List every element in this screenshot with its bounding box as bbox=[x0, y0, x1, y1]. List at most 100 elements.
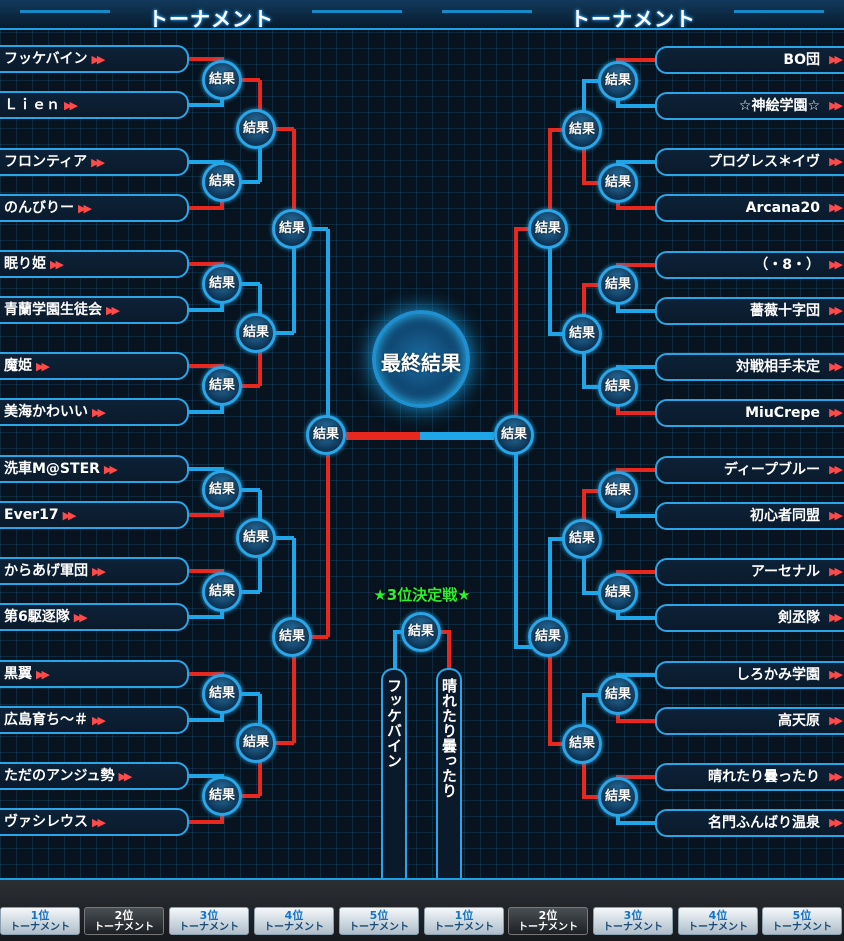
left-team-slot[interactable]: のんびりー▶▶ bbox=[0, 194, 189, 222]
detail-arrow-icon[interactable]: ▶▶ bbox=[829, 509, 843, 522]
result-button[interactable]: 結果 bbox=[236, 313, 276, 353]
detail-arrow-icon[interactable]: ▶▶ bbox=[73, 611, 88, 624]
right-team-slot[interactable]: しろかみ学園▶▶ bbox=[655, 661, 844, 689]
left-team-slot[interactable]: 魔姫▶▶ bbox=[0, 352, 189, 380]
result-button[interactable]: 結果 bbox=[202, 572, 242, 612]
detail-arrow-icon[interactable]: ▶▶ bbox=[829, 816, 843, 829]
left-team-slot[interactable]: Ｌｉｅｎ▶▶ bbox=[0, 91, 189, 119]
result-button[interactable]: 結果 bbox=[202, 776, 242, 816]
detail-arrow-icon[interactable]: ▶▶ bbox=[829, 304, 843, 317]
detail-arrow-icon[interactable]: ▶▶ bbox=[829, 201, 843, 214]
footer-tab-9[interactable]: 4位トーナメント bbox=[678, 907, 758, 935]
left-team-slot[interactable]: 洗車M@STER▶▶ bbox=[0, 455, 189, 483]
result-button[interactable]: 結果 bbox=[598, 265, 638, 305]
result-button[interactable]: 結果 bbox=[236, 109, 276, 149]
result-button[interactable]: 結果 bbox=[202, 60, 242, 100]
left-team-slot[interactable]: 眠り姫▶▶ bbox=[0, 250, 189, 278]
result-button[interactable]: 結果 bbox=[562, 314, 602, 354]
detail-arrow-icon[interactable]: ▶▶ bbox=[103, 463, 118, 476]
footer-tab-7[interactable]: 2位トーナメント bbox=[508, 907, 588, 935]
result-button[interactable]: 結果 bbox=[236, 518, 276, 558]
detail-arrow-icon[interactable]: ▶▶ bbox=[78, 202, 92, 215]
right-team-slot[interactable]: 初心者同盟▶▶ bbox=[655, 502, 844, 530]
detail-arrow-icon[interactable]: ▶▶ bbox=[92, 714, 106, 727]
left-team-slot[interactable]: 第6駆逐隊▶▶ bbox=[0, 603, 189, 631]
result-button[interactable]: 結果 bbox=[272, 617, 312, 657]
semifinal-result-right[interactable]: 結果 bbox=[494, 415, 534, 455]
right-team-slot[interactable]: プログレス＊イヴ▶▶ bbox=[655, 148, 844, 176]
final-result-emblem[interactable]: 最終結果 bbox=[372, 310, 470, 408]
detail-arrow-icon[interactable]: ▶▶ bbox=[50, 258, 64, 271]
right-team-slot[interactable]: 晴れたり曇ったり▶▶ bbox=[655, 763, 844, 791]
detail-arrow-icon[interactable]: ▶▶ bbox=[92, 816, 106, 829]
right-team-slot[interactable]: （・8・）▶▶ bbox=[655, 251, 844, 279]
left-team-slot[interactable]: 青蘭学園生徒会▶▶ bbox=[0, 296, 189, 324]
left-team-slot[interactable]: ただのアンジュ勢▶▶ bbox=[0, 762, 189, 790]
right-team-slot[interactable]: Arcana20▶▶ bbox=[655, 194, 844, 222]
detail-arrow-icon[interactable]: ▶▶ bbox=[118, 770, 132, 783]
result-button[interactable]: 結果 bbox=[598, 777, 638, 817]
detail-arrow-icon[interactable]: ▶▶ bbox=[64, 99, 78, 112]
detail-arrow-icon[interactable]: ▶▶ bbox=[829, 463, 843, 476]
result-button[interactable]: 結果 bbox=[598, 163, 638, 203]
detail-arrow-icon[interactable]: ▶▶ bbox=[92, 406, 106, 419]
right-team-slot[interactable]: BO団▶▶ bbox=[655, 46, 844, 74]
detail-arrow-icon[interactable]: ▶▶ bbox=[829, 611, 843, 624]
result-button[interactable]: 結果 bbox=[598, 675, 638, 715]
detail-arrow-icon[interactable]: ▶▶ bbox=[829, 155, 843, 168]
footer-tab-3[interactable]: 3位トーナメント bbox=[169, 907, 249, 935]
third-place-result[interactable]: 結果 bbox=[401, 612, 441, 652]
left-team-slot[interactable]: 黒翼▶▶ bbox=[0, 660, 189, 688]
left-team-slot[interactable]: 美海かわいい▶▶ bbox=[0, 398, 189, 426]
footer-tab-4[interactable]: 4位トーナメント bbox=[254, 907, 334, 935]
footer-tab-2[interactable]: 2位トーナメント bbox=[84, 907, 164, 935]
right-team-slot[interactable]: MiuCrepe▶▶ bbox=[655, 399, 844, 427]
detail-arrow-icon[interactable]: ▶▶ bbox=[829, 406, 843, 419]
right-team-slot[interactable]: ☆神絵学園☆▶▶ bbox=[655, 92, 844, 120]
result-button[interactable]: 結果 bbox=[562, 110, 602, 150]
detail-arrow-icon[interactable]: ▶▶ bbox=[62, 509, 77, 522]
result-button[interactable]: 結果 bbox=[598, 573, 638, 613]
third-place-team-a[interactable]: フッケバイン bbox=[381, 668, 407, 878]
left-team-slot[interactable]: フッケバイン▶▶ bbox=[0, 45, 189, 73]
detail-arrow-icon[interactable]: ▶▶ bbox=[829, 53, 843, 66]
left-team-slot[interactable]: 広島育ち～＃▶▶ bbox=[0, 706, 189, 734]
semifinal-result-left[interactable]: 結果 bbox=[306, 415, 346, 455]
footer-tab-10[interactable]: 5位トーナメント bbox=[762, 907, 842, 935]
detail-arrow-icon[interactable]: ▶▶ bbox=[829, 770, 843, 783]
footer-tab-6[interactable]: 1位トーナメント bbox=[424, 907, 504, 935]
result-button[interactable]: 結果 bbox=[562, 519, 602, 559]
right-team-slot[interactable]: 剣丞隊▶▶ bbox=[655, 604, 844, 632]
result-button[interactable]: 結果 bbox=[598, 367, 638, 407]
right-team-slot[interactable]: ディープブルー▶▶ bbox=[655, 456, 844, 484]
left-team-slot[interactable]: フロンティア▶▶ bbox=[0, 148, 189, 176]
detail-arrow-icon[interactable]: ▶▶ bbox=[36, 360, 50, 373]
result-button[interactable]: 結果 bbox=[202, 162, 242, 202]
result-button[interactable]: 結果 bbox=[528, 617, 568, 657]
result-button[interactable]: 結果 bbox=[202, 674, 242, 714]
result-button[interactable]: 結果 bbox=[202, 264, 242, 304]
right-team-slot[interactable]: 名門ふんばり温泉▶▶ bbox=[655, 809, 844, 837]
right-team-slot[interactable]: 高天原▶▶ bbox=[655, 707, 844, 735]
left-team-slot[interactable]: ヴァシレウス▶▶ bbox=[0, 808, 189, 836]
left-team-slot[interactable]: Ever17▶▶ bbox=[0, 501, 189, 529]
detail-arrow-icon[interactable]: ▶▶ bbox=[106, 304, 120, 317]
detail-arrow-icon[interactable]: ▶▶ bbox=[829, 565, 843, 578]
detail-arrow-icon[interactable]: ▶▶ bbox=[829, 360, 843, 373]
footer-tab-5[interactable]: 5位トーナメント bbox=[339, 907, 419, 935]
footer-tab-8[interactable]: 3位トーナメント bbox=[593, 907, 673, 935]
detail-arrow-icon[interactable]: ▶▶ bbox=[92, 565, 106, 578]
result-button[interactable]: 結果 bbox=[598, 471, 638, 511]
detail-arrow-icon[interactable]: ▶▶ bbox=[91, 53, 105, 66]
result-button[interactable]: 結果 bbox=[202, 366, 242, 406]
detail-arrow-icon[interactable]: ▶▶ bbox=[829, 99, 843, 112]
right-team-slot[interactable]: アーセナル▶▶ bbox=[655, 558, 844, 586]
result-button[interactable]: 結果 bbox=[562, 724, 602, 764]
result-button[interactable]: 結果 bbox=[528, 209, 568, 249]
right-team-slot[interactable]: 対戦相手未定▶▶ bbox=[655, 353, 844, 381]
detail-arrow-icon[interactable]: ▶▶ bbox=[829, 258, 843, 271]
detail-arrow-icon[interactable]: ▶▶ bbox=[829, 714, 843, 727]
detail-arrow-icon[interactable]: ▶▶ bbox=[829, 668, 843, 681]
detail-arrow-icon[interactable]: ▶▶ bbox=[36, 668, 50, 681]
result-button[interactable]: 結果 bbox=[598, 61, 638, 101]
